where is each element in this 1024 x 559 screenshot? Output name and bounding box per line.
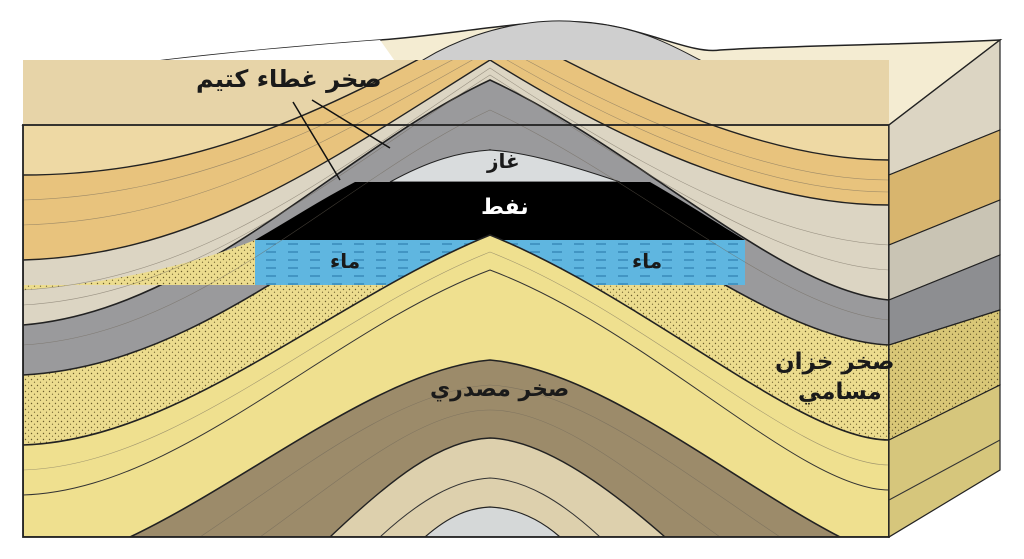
label-gas: غاز <box>487 149 520 173</box>
label-water-left: ماء <box>330 249 361 273</box>
label-source-rock: صخر مصدري <box>430 377 570 402</box>
cap-rock-leader-2 <box>311 99 391 149</box>
label-reservoir-rock-line2: مسامي <box>798 379 882 405</box>
label-oil: نفط <box>481 195 529 220</box>
label-cap-rock: صخر غطاء كتيم <box>196 65 382 93</box>
label-water-right: ماء <box>632 249 663 273</box>
cap-rock-leader-1 <box>292 101 341 181</box>
right-side-face <box>888 38 1001 539</box>
label-reservoir-rock-line1: صخر خزان <box>775 349 895 375</box>
